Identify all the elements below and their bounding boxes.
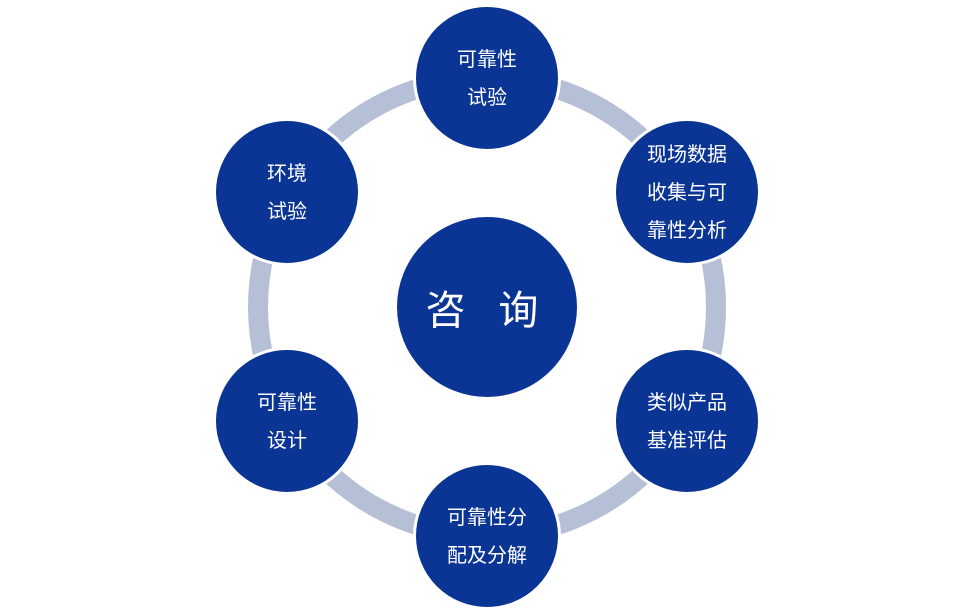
- node-benchmark: 类似产品 基准评估: [613, 347, 761, 495]
- node-label: 可靠性分 配及分解: [447, 505, 527, 567]
- node-label: 类似产品 基准评估: [647, 390, 727, 452]
- center-label: 咨 询: [425, 288, 549, 334]
- node-allocation: 可靠性分 配及分解: [413, 462, 561, 610]
- node-label: 可靠性 设计: [257, 390, 317, 452]
- node-field-data: 现场数据 收集与可 靠性分析: [613, 118, 761, 266]
- node-reliability-design: 可靠性 设计: [213, 347, 361, 495]
- center-node-consulting: 咨 询: [394, 214, 580, 400]
- node-label: 环境 试验: [267, 161, 307, 223]
- node-reliability-test: 可靠性 试验: [413, 4, 561, 152]
- node-label: 可靠性 试验: [457, 47, 517, 109]
- node-environment-test: 环境 试验: [213, 118, 361, 266]
- node-label: 现场数据 收集与可 靠性分析: [647, 142, 727, 242]
